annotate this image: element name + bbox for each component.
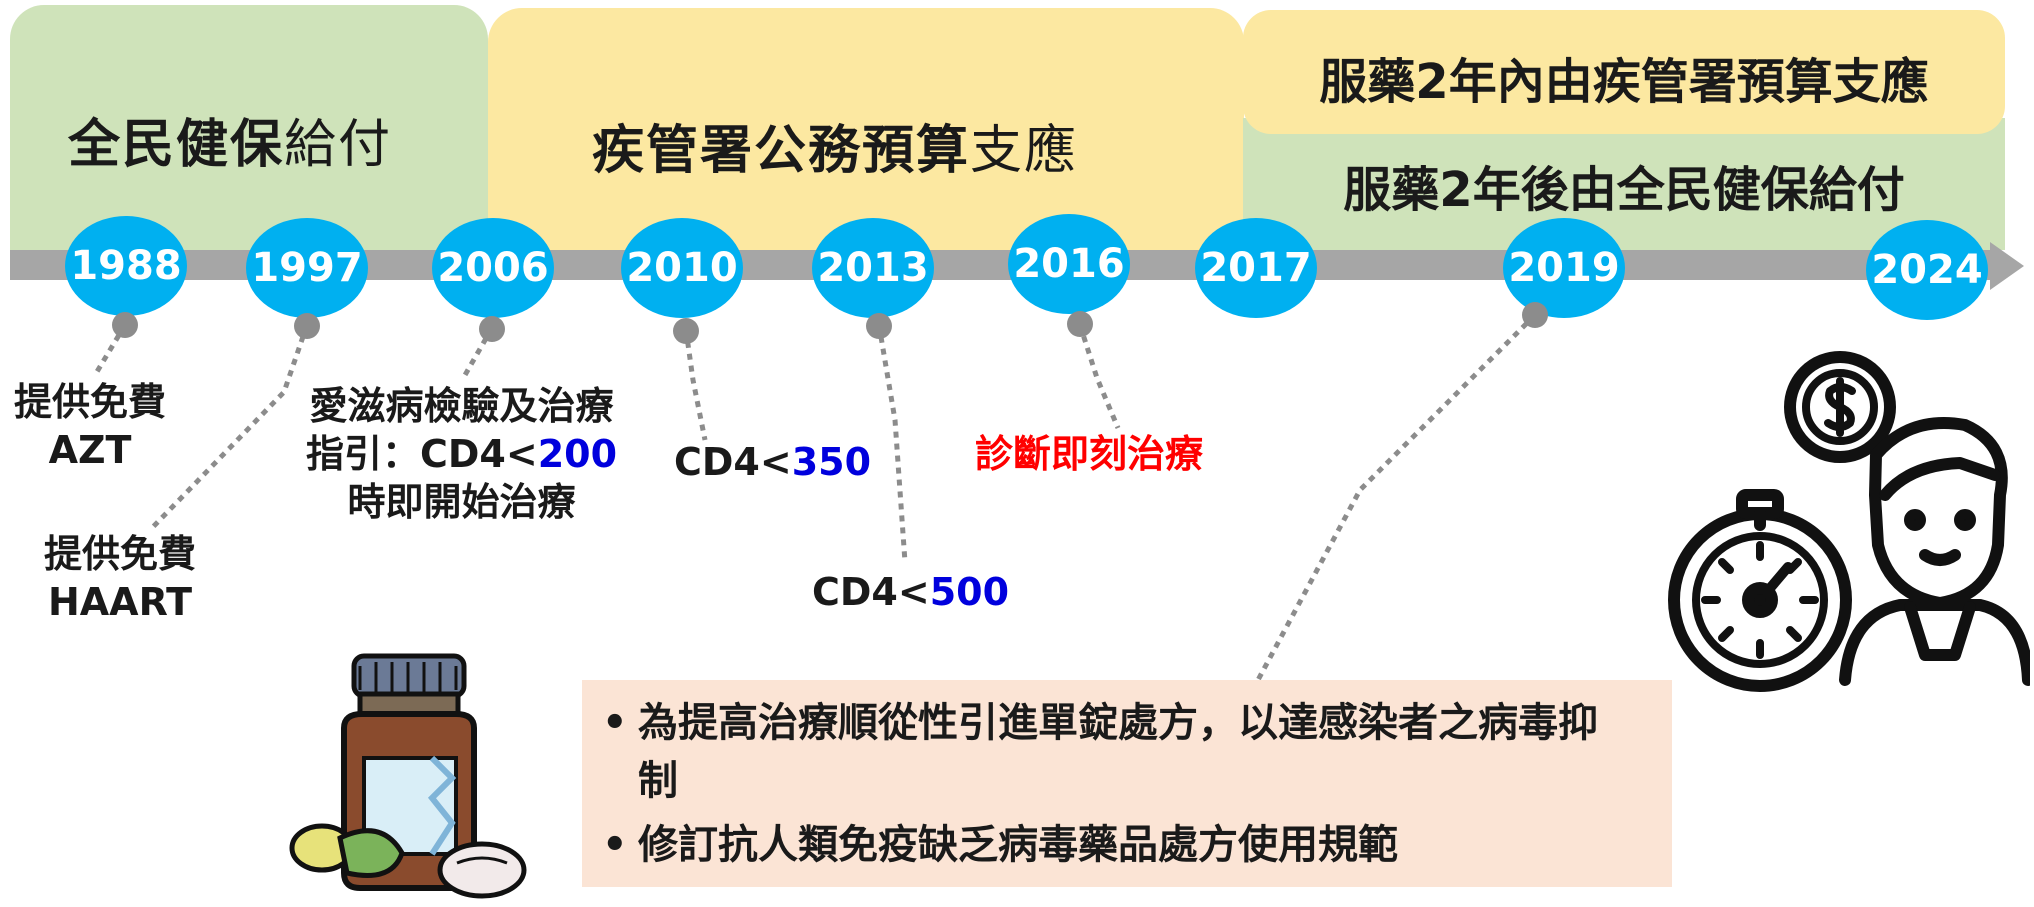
year-2017: 2017 [1195, 218, 1317, 318]
year-2019: 2019 [1503, 218, 1625, 318]
event-2006-line2: 指引：CD4<200 [306, 430, 617, 478]
dot-2019 [1522, 302, 1548, 328]
event-2010-prefix: CD4< [674, 440, 792, 484]
band-within-2yr-title: 服藥2年內由疾管署預算支應 [1319, 54, 1929, 110]
event-2013-cd4-value: 500 [929, 570, 1010, 614]
medicine-bottle-pills-icon [289, 653, 527, 899]
policy-notes-box: 為提高治療順從性引進單錠處方，以達感染者之病毒抑制 修訂抗人類免疫缺乏病毒藥品處… [582, 680, 1672, 887]
event-2006-cd4-value: 200 [537, 432, 618, 476]
band-cdc-title-light: 支應 [970, 121, 1079, 181]
event-2013-prefix: CD4< [812, 570, 930, 614]
doctor-stopwatch-dollar-icon [1668, 351, 2030, 692]
event-2010: CD4<350 [674, 438, 871, 486]
leader-2016 [1077, 324, 1121, 429]
year-2006: 2006 [432, 218, 554, 318]
event-2016: 診斷即刻治療 [975, 432, 1204, 476]
event-1997-line1: 提供免費 [44, 532, 197, 576]
leader-2010 [683, 329, 708, 441]
leader-2019 [1255, 313, 1537, 682]
band-after-2yr-title: 服藥2年後由全民健保給付 [1343, 162, 1905, 218]
policy-note-2-text: 修訂抗人類免疫缺乏病毒藥品處方使用規範 [638, 822, 1398, 868]
band-cdc-title: 疾管署公務預算支應 [592, 108, 1078, 183]
policy-note-1-text: 為提高治療順從性引進單錠處方，以達感染者之病毒抑制 [638, 700, 1598, 804]
year-1988: 1988 [65, 216, 187, 316]
band-after-2yr [1243, 118, 2005, 250]
band-cdc-title-bold: 疾管署公務預算 [592, 121, 971, 181]
year-2010: 2010 [621, 218, 743, 318]
dot-2010 [673, 318, 699, 344]
leader-2013 [876, 324, 908, 563]
event-1988: 提供免費 AZT [14, 378, 166, 474]
year-2016: 2016 [1008, 214, 1130, 314]
event-1997: 提供免費 HAART [44, 530, 196, 626]
event-2006: 愛滋病檢驗及治療 指引：CD4<200 時即開始治療 [306, 382, 617, 526]
leader-1988 [92, 323, 128, 377]
year-2013: 2013 [812, 218, 934, 318]
band-nhi [10, 5, 488, 250]
event-1988-line2: AZT [48, 428, 132, 472]
leader-2006 [462, 326, 495, 377]
dot-1997 [294, 313, 320, 339]
band-within-2yr [1243, 10, 2005, 134]
band-nhi-title: 全民健保給付 [68, 102, 392, 177]
band-nhi-title-bold: 全民健保 [68, 115, 285, 175]
dot-1988 [112, 312, 138, 338]
policy-note-1: 為提高治療順從性引進單錠處方，以達感染者之病毒抑制 [582, 694, 1672, 810]
event-2006-line2-prefix: 指引：CD4< [306, 432, 538, 476]
leader-1997 [148, 324, 310, 532]
dot-2013 [866, 313, 892, 339]
dot-2006 [479, 316, 505, 342]
policy-note-2: 修訂抗人類免疫缺乏病毒藥品處方使用規範 [582, 816, 1672, 874]
band-cdc-budget [488, 8, 1244, 250]
dot-2016 [1067, 311, 1093, 337]
event-2006-line1: 愛滋病檢驗及治療 [309, 384, 614, 428]
timeline-arrowhead [1990, 242, 2024, 290]
event-2010-cd4-value: 350 [791, 440, 872, 484]
event-1988-line1: 提供免費 [14, 380, 167, 424]
event-2006-line3: 時即開始治療 [347, 480, 576, 524]
year-1997: 1997 [246, 218, 368, 318]
policy-notes-list: 為提高治療順從性引進單錠處方，以達感染者之病毒抑制 修訂抗人類免疫缺乏病毒藥品處… [582, 680, 1672, 874]
year-2024: 2024 [1866, 220, 1988, 320]
event-2013: CD4<500 [812, 568, 1009, 616]
event-1997-line2: HAART [47, 580, 193, 624]
band-nhi-title-light: 給付 [284, 115, 393, 175]
